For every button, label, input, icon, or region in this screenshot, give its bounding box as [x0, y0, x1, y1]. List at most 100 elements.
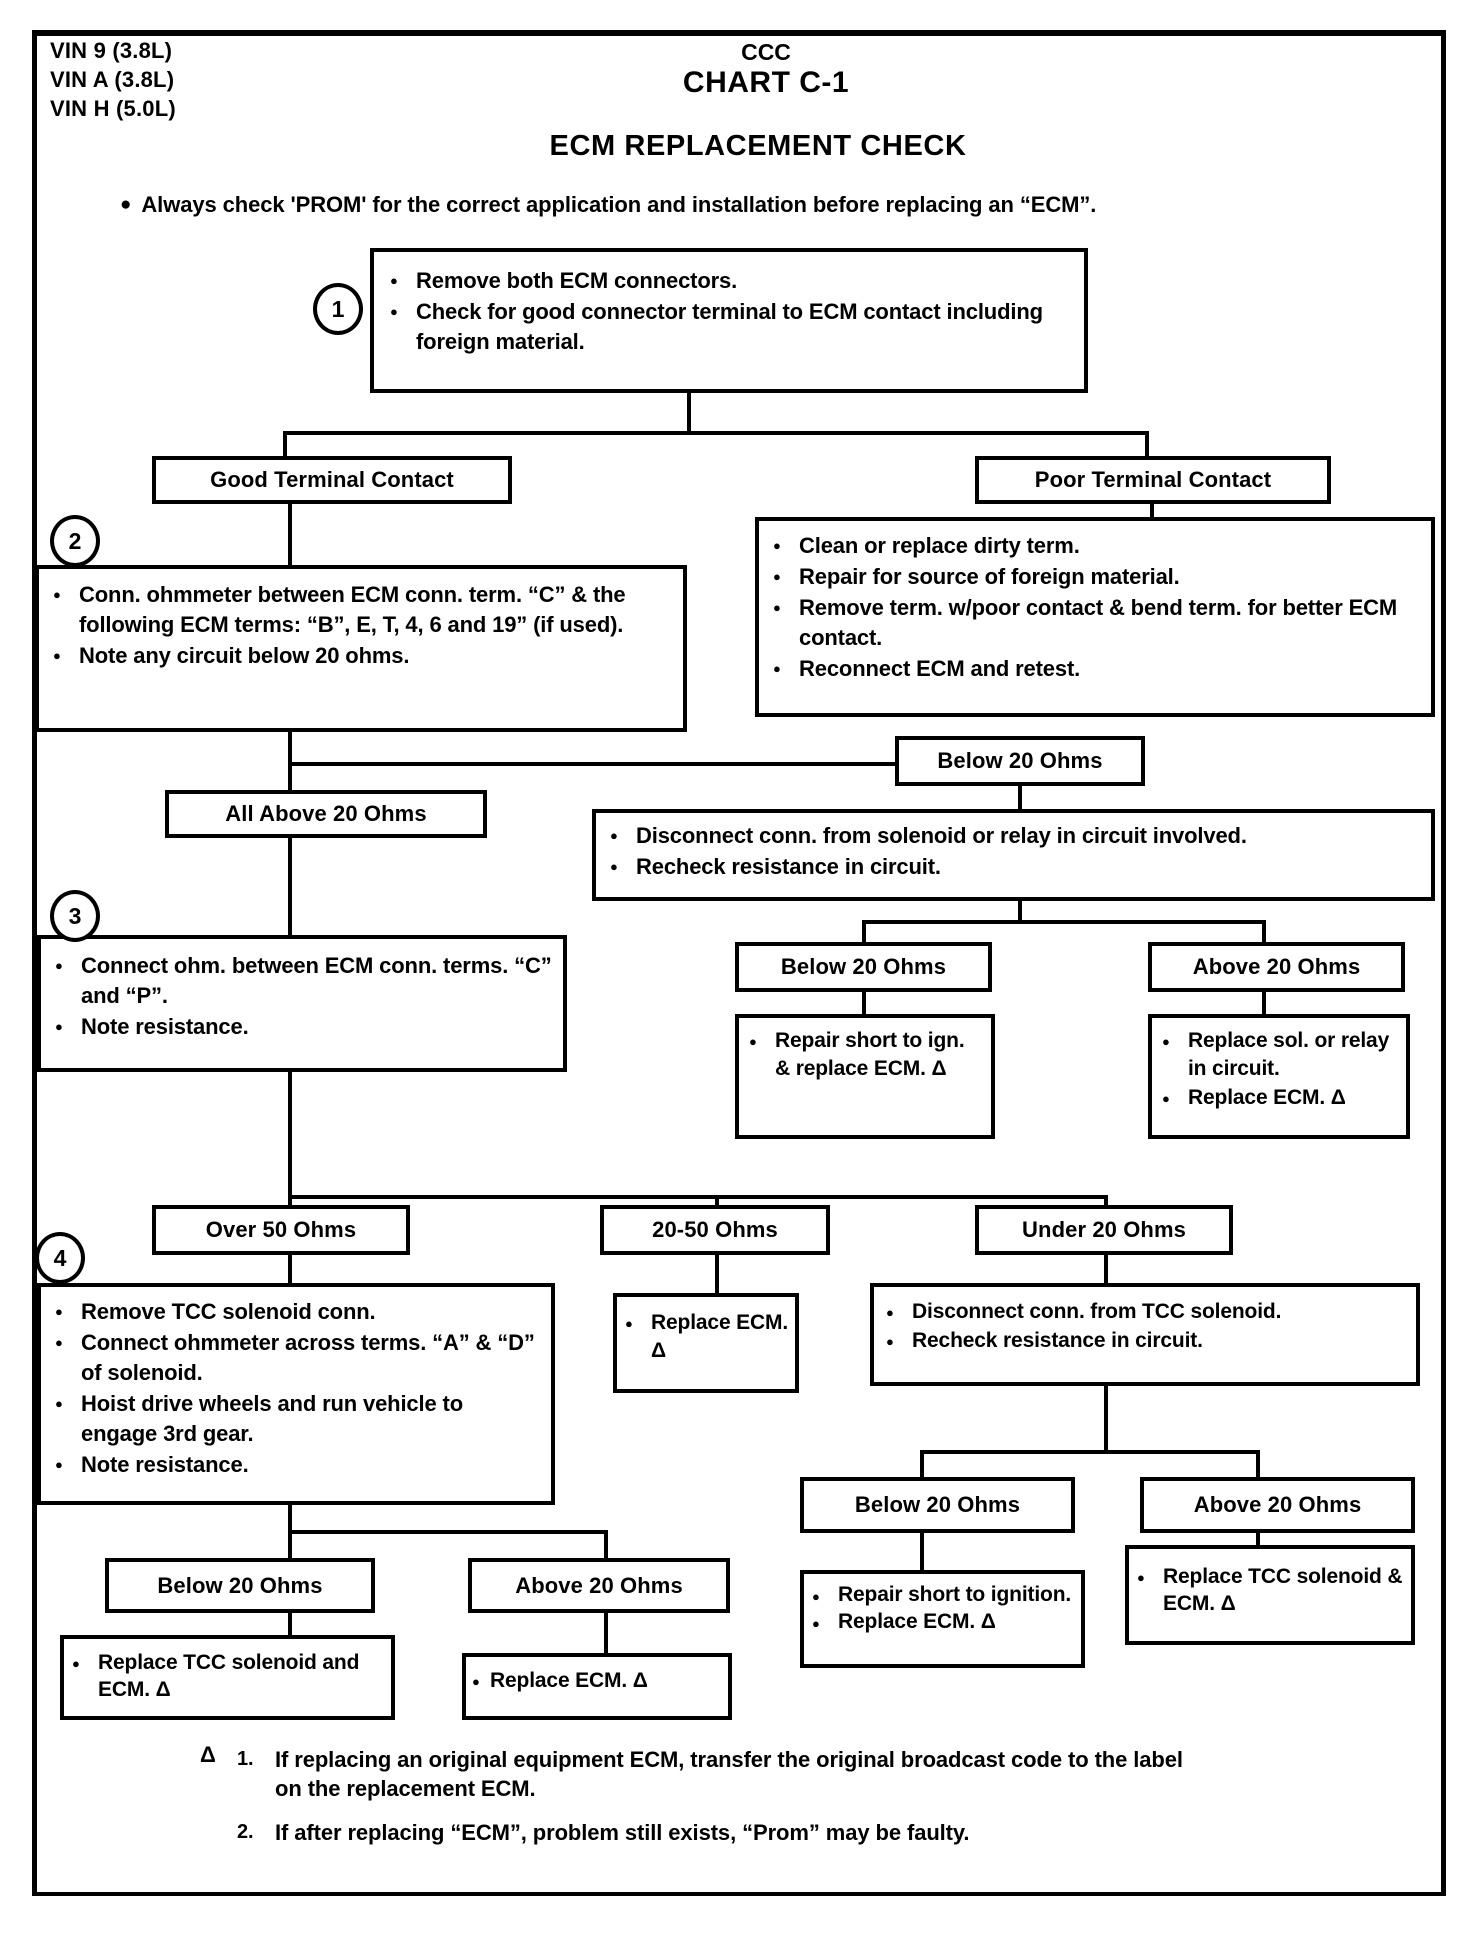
list-item: Remove TCC solenoid conn. [51, 1297, 541, 1327]
connector [288, 762, 966, 766]
list-item: Repair short to ignition. [808, 1582, 1075, 1612]
box-repair-short-ign-list: Repair short to ign. & replace ECM. Δ [745, 1027, 983, 1083]
list-item: Note any circuit below 20 ohms. [49, 641, 673, 671]
label-20-50-ohms: 20-50 Ohms [600, 1205, 830, 1255]
label-over-50-ohms: Over 50 Ohms [152, 1205, 410, 1255]
box-step1: Remove both ECM connectors. Check for go… [370, 248, 1088, 393]
list-item: Replace TCC solenoid and ECM. Δ [68, 1649, 385, 1703]
connector [862, 920, 866, 942]
box-repair-short-ignition-list: Repair short to ignition. Replace ECM. Δ [808, 1582, 1075, 1639]
list-item: Remove both ECM connectors. [386, 266, 1072, 296]
step-number-2: 2 [50, 515, 100, 567]
label-above-20-ohms-d: Above 20 Ohms [1140, 1477, 1415, 1533]
list-item: Replace ECM. Δ [621, 1309, 789, 1365]
connector [920, 1450, 1260, 1454]
connector [288, 1530, 608, 1534]
footnote-2-text: If after replacing “ECM”, problem still … [275, 1820, 970, 1845]
list-item: Hoist drive wheels and run vehicle to en… [51, 1389, 541, 1449]
list-item: Reconnect ECM and retest. [769, 654, 1421, 684]
list-item: Note resistance. [51, 1450, 541, 1480]
box-poor-terminal-actions: Clean or replace dirty term. Repair for … [755, 517, 1435, 717]
connector [1262, 992, 1266, 1014]
connector [604, 1613, 608, 1653]
box-replace-ecm-only: Replace ECM. Δ [462, 1653, 732, 1720]
list-item: Connect ohm. between ECM conn. terms. “C… [51, 951, 553, 1011]
box-disconnect-relay: Disconnect conn. from solenoid or relay … [592, 809, 1435, 901]
connector [1104, 1255, 1108, 1283]
list-item: Repair short to ign. & replace ECM. Δ [745, 1027, 983, 1083]
connector [288, 1505, 292, 1530]
box-step3: Connect ohm. between ECM conn. terms. “C… [37, 935, 567, 1072]
box-replace-ecm-only-list: Replace ECM. Δ [468, 1667, 722, 1697]
footnote-1-number: 1. [237, 1748, 254, 1770]
list-item: Check for good connector terminal to ECM… [386, 297, 1072, 357]
connector [1018, 901, 1022, 920]
chart-number: CHART C-1 [682, 66, 850, 99]
list-item: Replace ECM. Δ [468, 1667, 722, 1697]
connector [288, 1613, 292, 1653]
page-border [32, 30, 1446, 1896]
list-item: Disconnect conn. from TCC solenoid. [882, 1298, 1408, 1328]
footnote-2-number: 2. [237, 1821, 254, 1843]
box-step1-list: Remove both ECM connectors. Check for go… [386, 266, 1072, 357]
connector [1256, 1450, 1260, 1477]
list-item: Replace sol. or relay in circuit. [1158, 1027, 1398, 1083]
connector [920, 1533, 924, 1570]
step-number-1: 1 [313, 283, 363, 335]
label-all-above-20-ohms: All Above 20 Ohms [165, 790, 487, 838]
label-below-20-ohms-c: Below 20 Ohms [105, 1558, 375, 1613]
connector [288, 1195, 1108, 1199]
list-item: Recheck resistance in circuit. [882, 1327, 1408, 1357]
box-repair-short-ignition: Repair short to ignition. Replace ECM. Δ [800, 1570, 1085, 1668]
label-under-20-ohms: Under 20 Ohms [975, 1205, 1233, 1255]
label-below-20-ohms-a: Below 20 Ohms [895, 736, 1145, 786]
list-item: Conn. ohmmeter between ECM conn. term. “… [49, 580, 673, 640]
vin-list: VIN 9 (3.8L) VIN A (3.8L) VIN H (5.0L) [50, 38, 176, 121]
box-replace-sol-relay: Replace sol. or relay in circuit. Replac… [1148, 1014, 1410, 1139]
step-number-3: 3 [50, 890, 100, 942]
connector [283, 431, 287, 456]
label-poor-terminal-contact: Poor Terminal Contact [975, 456, 1331, 504]
box-disconnect-tcc: Disconnect conn. from TCC solenoid. Rech… [870, 1283, 1420, 1386]
prom-note-text: Always check 'PROM' for the correct appl… [141, 192, 1097, 217]
box-disconnect-tcc-list: Disconnect conn. from TCC solenoid. Rech… [882, 1298, 1408, 1357]
box-disconnect-relay-list: Disconnect conn. from solenoid or relay … [606, 821, 1421, 882]
list-item: Recheck resistance in circuit. [606, 852, 1421, 882]
box-step4: Remove TCC solenoid conn. Connect ohmmet… [37, 1283, 555, 1505]
list-item: Replace ECM. Δ [808, 1609, 1075, 1639]
connector [288, 1530, 292, 1558]
footnote-2: 2. If after replacing “ECM”, problem stil… [237, 1818, 1195, 1847]
connector [715, 1255, 719, 1293]
box-replace-sol-relay-list: Replace sol. or relay in circuit. Replac… [1158, 1027, 1398, 1114]
connector [1018, 786, 1022, 809]
connector [1104, 1386, 1108, 1450]
footnote-1: 1. If replacing an original equipment ECM… [237, 1745, 1195, 1803]
list-item: Note resistance. [51, 1012, 553, 1042]
box-step3-list: Connect ohm. between ECM conn. terms. “C… [51, 951, 553, 1042]
connector [283, 431, 1149, 435]
connector [862, 992, 866, 1014]
box-repair-short-ign: Repair short to ign. & replace ECM. Δ [735, 1014, 995, 1139]
connector [687, 393, 691, 431]
box-step2: Conn. ohmmeter between ECM conn. term. “… [35, 565, 687, 732]
page-title: ECM REPLACEMENT CHECK [549, 130, 967, 162]
box-step4-list: Remove TCC solenoid conn. Connect ohmmet… [51, 1297, 541, 1480]
box-step2-list: Conn. ohmmeter between ECM conn. term. “… [49, 580, 673, 671]
connector [920, 1450, 924, 1477]
connector-main-trunk [288, 504, 292, 1210]
connector [1150, 504, 1154, 517]
connector [1262, 920, 1266, 942]
box-replace-tcc-and-ecm: Replace TCC solenoid and ECM. Δ [60, 1635, 395, 1720]
list-item: Replace TCC solenoid & ECM. Δ [1133, 1563, 1405, 1617]
list-item: Repair for source of foreign material. [769, 562, 1421, 592]
list-item: Replace ECM. Δ [1158, 1084, 1398, 1114]
label-good-terminal-contact: Good Terminal Contact [152, 456, 512, 504]
list-item: Remove term. w/poor contact & bend term.… [769, 593, 1421, 653]
list-item: Disconnect conn. from solenoid or relay … [606, 821, 1421, 851]
step-number-4: 4 [35, 1232, 85, 1284]
bullet-icon: ● [120, 194, 132, 215]
list-item: Clean or replace dirty term. [769, 531, 1421, 561]
connector [1145, 431, 1149, 456]
footnote-1-text: If replacing an original equipment ECM, … [275, 1747, 1183, 1801]
